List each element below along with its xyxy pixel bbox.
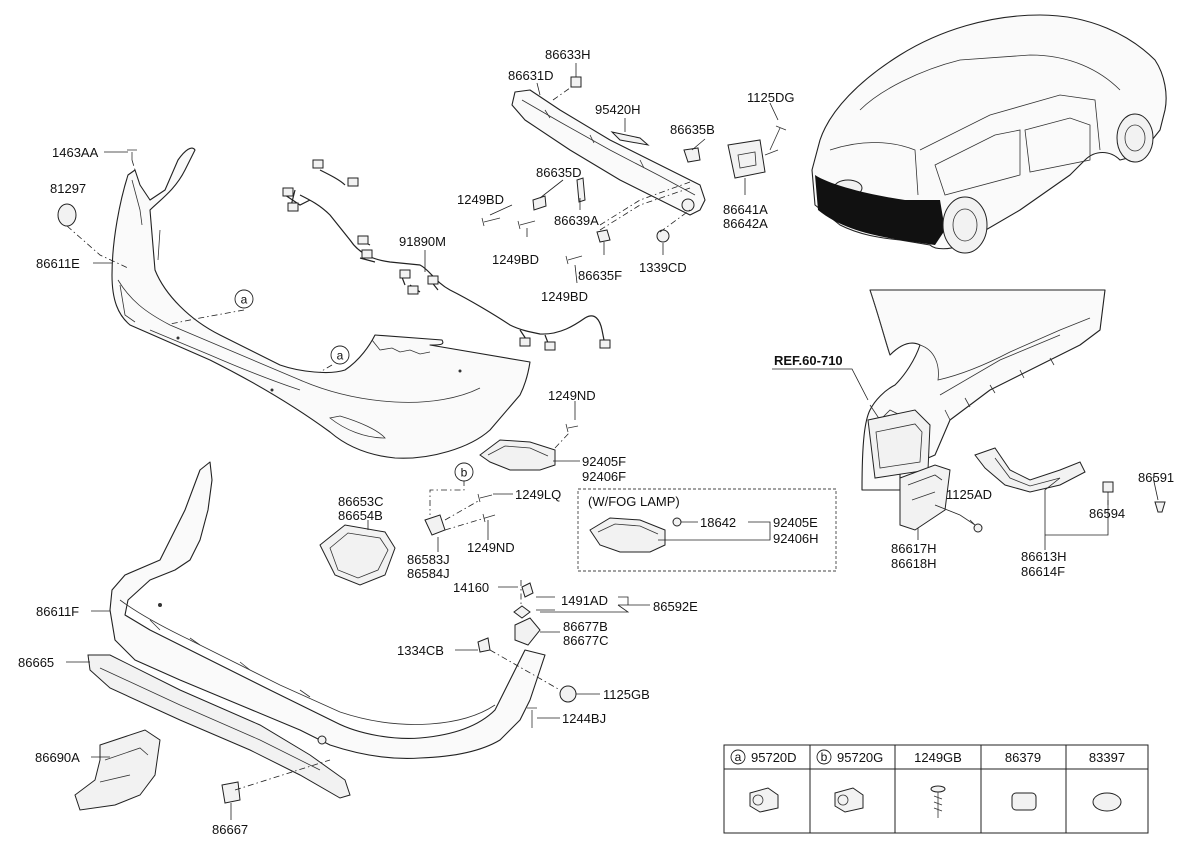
label-86618h: 86618H	[891, 556, 937, 571]
strip-86665	[87, 654, 351, 799]
beam-hardware	[127, 76, 787, 265]
bracket-86690a	[74, 729, 161, 811]
label-14160: 14160	[453, 580, 489, 595]
lamp-92405e	[589, 517, 666, 553]
label-1463aa: 1463AA	[52, 145, 99, 160]
label-86677c: 86677C	[563, 633, 609, 648]
plug-icon	[1092, 792, 1122, 812]
label-ref-60-710: REF.60-710	[774, 353, 843, 368]
callout-a-2-label: a	[337, 349, 344, 363]
callout-b: b	[454, 462, 474, 482]
legend-header-86379: 86379	[1005, 750, 1041, 765]
label-18642: 18642	[700, 515, 736, 530]
label-86635d: 86635D	[536, 165, 582, 180]
label-86584j: 86584J	[407, 566, 450, 581]
label-86617h: 86617H	[891, 541, 937, 556]
label-86613h: 86613H	[1021, 549, 1067, 564]
callout-b-label: b	[461, 466, 468, 480]
label-1249bd-b: 1249BD	[492, 252, 539, 267]
label-1249bd-a: 1249BD	[457, 192, 504, 207]
label-fog-lamp: (W/FOG LAMP)	[588, 494, 680, 509]
legend-header-1249gb: 1249GB	[914, 750, 962, 765]
label-86665: 86665	[18, 655, 54, 670]
label-91890m: 91890M	[399, 234, 446, 249]
wiring-harness	[282, 159, 611, 351]
label-86633h: 86633H	[545, 47, 591, 62]
label-1125dg: 1125DG	[747, 90, 794, 105]
label-86667: 86667	[212, 822, 248, 837]
label-1249nd-a: 1249ND	[548, 388, 596, 403]
label-1334cb: 1334CB	[397, 643, 444, 658]
label-86583j: 86583J	[407, 552, 450, 567]
label-1125gb: 1125GB	[603, 687, 650, 702]
label-1249nd-b: 1249ND	[467, 540, 515, 555]
vehicle-illustration	[811, 14, 1167, 254]
label-92406h: 92406H	[773, 531, 819, 546]
label-95420h: 95420H	[595, 102, 641, 117]
clip-86594	[1102, 481, 1114, 493]
label-1249bd-c: 1249BD	[541, 289, 588, 304]
legend-header-83397: 83397	[1089, 750, 1125, 765]
callout-a-1-label: a	[241, 293, 248, 307]
label-1491ad: 1491AD	[561, 593, 608, 608]
callout-a-2: a	[330, 345, 350, 365]
leader-lines	[66, 63, 1159, 820]
label-86614f: 86614F	[1021, 564, 1065, 579]
reflector-86653c	[319, 524, 396, 586]
nut-1334cb	[477, 637, 491, 653]
label-92405e: 92405E	[773, 515, 818, 530]
bracket-86613h	[974, 447, 1086, 493]
legend-header-95720d: 95720D	[751, 750, 797, 765]
label-86631d: 86631D	[508, 68, 554, 83]
label-92406f: 92406F	[582, 469, 626, 484]
sensor-icon	[834, 787, 864, 813]
rear-bumper-cover	[111, 147, 531, 459]
plug-81297	[57, 203, 77, 227]
label-1244bj: 1244BJ	[562, 711, 606, 726]
label-92405f: 92405F	[582, 454, 626, 469]
clip-86591	[1154, 501, 1166, 513]
bumper-beam	[511, 89, 706, 216]
label-86594: 86594	[1089, 506, 1125, 521]
label-86611f: 86611F	[36, 604, 79, 619]
bolt-1244bj	[527, 707, 537, 728]
sensor-icon	[749, 787, 779, 813]
label-81297: 81297	[50, 181, 86, 196]
callout-a-1: a	[234, 289, 254, 309]
pad-icon	[1011, 792, 1037, 811]
legend-table: a 95720D b 95720G 1249GB 86379 83397	[723, 744, 1149, 834]
label-86635b: 86635B	[670, 122, 715, 137]
label-86591: 86591	[1138, 470, 1174, 485]
grommet-1125gb	[559, 685, 577, 703]
label-86642a: 86642A	[723, 216, 768, 231]
legend-callout-b: b	[821, 750, 828, 764]
legend-callout-a: a	[735, 750, 742, 764]
screw-icon	[930, 785, 946, 818]
label-86677b: 86677B	[563, 619, 608, 634]
fender-section	[861, 289, 1106, 491]
legend-header-95720g: 95720G	[837, 750, 883, 765]
label-1125ad: 1125AD	[946, 487, 992, 502]
bracket-86583j	[424, 514, 446, 536]
cap-86667	[221, 781, 241, 804]
label-86611e: 86611E	[36, 256, 80, 271]
bracket-86617h	[899, 464, 951, 531]
bracket-86677b	[514, 617, 541, 646]
lower-bumper-cover	[109, 461, 546, 759]
clip-1491ad	[521, 582, 534, 598]
label-86639a: 86639A	[554, 213, 599, 228]
label-1249lq: 1249LQ	[515, 487, 561, 502]
label-86641a: 86641A	[723, 202, 768, 217]
label-86654b: 86654B	[338, 508, 383, 523]
label-1339cd: 1339CD	[639, 260, 687, 275]
label-86690a: 86690A	[35, 750, 80, 765]
label-86592e: 86592E	[653, 599, 698, 614]
part-labels: 86633H 86631D 95420H 1125DG 86635B 1463A…	[18, 47, 1174, 837]
lamp-92405f	[479, 439, 556, 471]
label-86653c: 86653C	[338, 494, 384, 509]
label-86635f: 86635F	[578, 268, 622, 283]
